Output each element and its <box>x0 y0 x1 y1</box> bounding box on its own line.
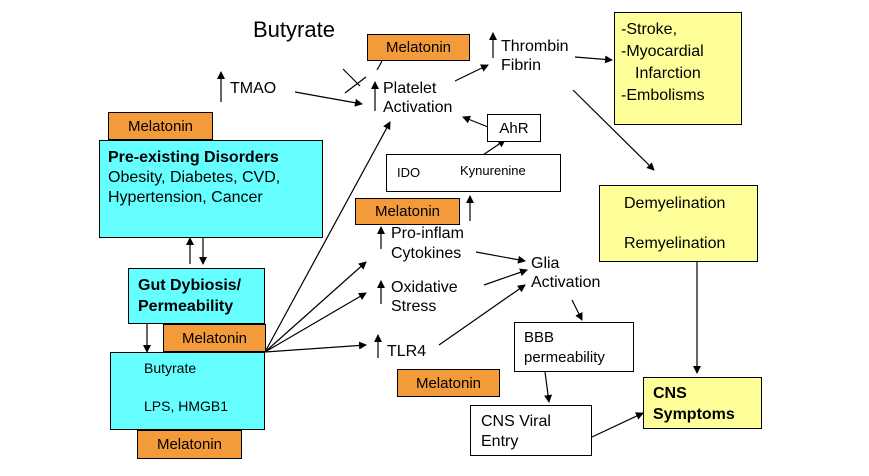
pre-existing-line1: Obesity, Diabetes, CVD, <box>108 169 281 186</box>
melatonin-box-bottom: Melatonin <box>137 430 242 459</box>
myocardial-line: -Myocardial <box>621 43 704 60</box>
bbb-line1: BBB <box>524 329 555 346</box>
arrow-fibrin-stroke <box>574 55 613 64</box>
arrow-kynurenine-ahr <box>482 139 506 156</box>
tmao-label: TMAO <box>230 80 277 97</box>
cns-viral-entry-box: CNS Viral Entry <box>470 405 592 456</box>
stress-label: Stress <box>391 298 437 315</box>
bbb-permeability-box: BBB permeability <box>514 322 634 372</box>
melatonin-box-pre: Melatonin <box>108 112 213 140</box>
infarction-line: Infarction <box>635 65 701 82</box>
ido-kynurenine-box: IDO Kynurenine <box>386 154 561 192</box>
tlr4-label: TLR4 <box>387 343 427 360</box>
kynurenine-label: Kynurenine <box>460 163 526 178</box>
myelination-box: Demyelination Remyelination <box>599 185 758 262</box>
remyelination-label: Remyelination <box>624 235 726 252</box>
melatonin-label: Melatonin <box>181 329 248 347</box>
cytokines-label: Cytokines <box>391 245 462 262</box>
stroke-line: -Stroke, <box>621 21 678 38</box>
inhibit-melatonin-platelet <box>376 60 383 71</box>
arrow-platelet-thrombin <box>454 64 489 82</box>
cns-symptoms-box: CNS Symptoms <box>643 377 762 429</box>
arrow-fibrin-demyelination <box>572 89 655 171</box>
gut-dysbiosis-box: Gut Dybiosis/ Permeability <box>128 268 265 324</box>
arrow-lps-platelet <box>264 121 391 353</box>
melatonin-box-cytokines: Melatonin <box>355 198 460 225</box>
arrow-lps-cytokines <box>264 261 367 353</box>
melatonin-label: Melatonin <box>127 117 194 135</box>
oxidative-label: Oxidative <box>391 279 458 296</box>
platelet-label: Platelet <box>383 80 437 97</box>
arrow-bbb-viral <box>544 371 553 403</box>
stroke-box: -Stroke, -Myocardial Infarction -Embolis… <box>614 12 742 125</box>
arrow-tmao-platelet <box>294 91 363 107</box>
arrow-viral-symptoms <box>591 412 644 438</box>
pre-existing-disorders-box: Pre-existing Disorders Obesity, Diabetes… <box>99 140 323 238</box>
ahr-label: AhR <box>499 119 529 137</box>
fibrin-label: Fibrin <box>501 57 542 74</box>
arrow-cytokines-glia <box>475 251 526 264</box>
pre-existing-line2: Hypertension, Cancer <box>108 189 263 206</box>
bbb-line2: permeability <box>524 349 605 366</box>
gut-line2: Permeability <box>138 298 234 315</box>
embolisms-line: -Embolisms <box>621 87 705 104</box>
butyrate-gut-label: Butyrate <box>144 360 197 376</box>
melatonin-box-gut: Melatonin <box>163 324 266 352</box>
arrow-glia-bbb <box>571 299 583 321</box>
glia-activation-label: Activation <box>531 274 601 291</box>
melatonin-box-platelet: Melatonin <box>367 34 470 61</box>
lps-label: LPS, HMGB1 <box>144 398 229 414</box>
demyelination-label: Demyelination <box>624 195 726 212</box>
inhibit-butyrate-platelet-bar <box>344 76 367 94</box>
cns-viral-line1: CNS Viral <box>481 413 551 430</box>
thrombin-label: Thrombin <box>501 38 569 55</box>
arrow-ahr-platelet <box>462 115 489 128</box>
cns-symptoms-line1: CNS <box>653 385 687 402</box>
gut-contents-box: Butyrate LPS, HMGB1 <box>110 352 265 430</box>
melatonin-label: Melatonin <box>385 39 452 56</box>
pro-inflam-label: Pro-inflam <box>391 225 464 242</box>
arrow-lps-oxidative <box>264 292 367 353</box>
cns-symptoms-line2: Symptoms <box>653 406 735 423</box>
melatonin-label: Melatonin <box>374 203 441 220</box>
melatonin-label: Melatonin <box>415 374 482 392</box>
gut-line1: Gut Dybiosis/ <box>138 277 242 294</box>
butyrate-label: Butyrate <box>253 17 335 42</box>
ahr-box: AhR <box>487 114 541 142</box>
arrow-tlr4-glia <box>438 284 526 346</box>
glia-label: Glia <box>531 255 560 272</box>
activation-label: Activation <box>383 99 453 116</box>
cns-viral-line2: Entry <box>481 433 519 450</box>
melatonin-label: Melatonin <box>156 436 223 453</box>
arrow-lps-tlr4 <box>264 341 367 353</box>
pre-existing-title: Pre-existing Disorders <box>108 149 279 166</box>
ido-label: IDO <box>397 165 421 180</box>
melatonin-box-tlr4: Melatonin <box>397 369 500 397</box>
arrow-oxidative-glia <box>483 268 528 286</box>
